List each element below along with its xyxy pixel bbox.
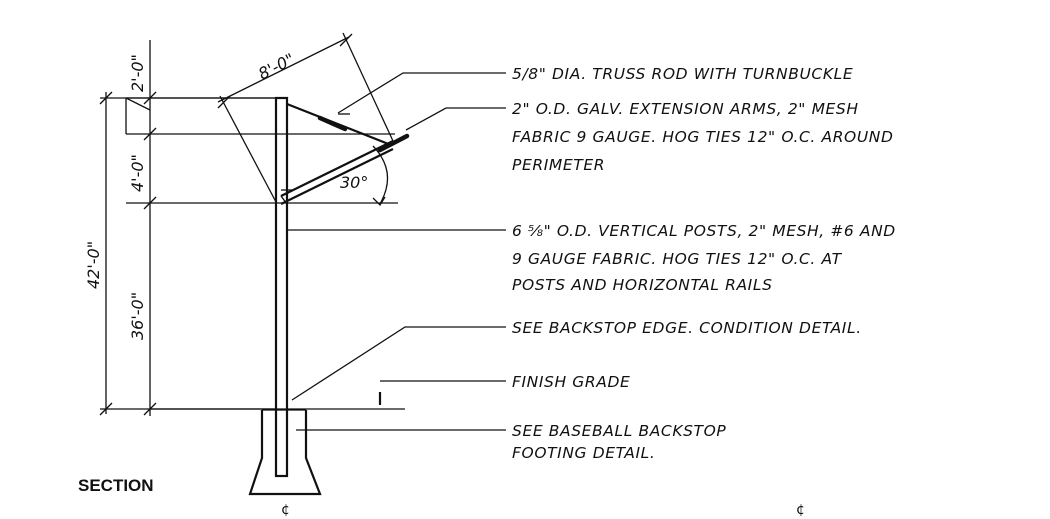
extension-lines [100,97,398,410]
note-finish-grade: FINISH GRADE [512,373,630,391]
note-extension-arms-line3: PERIMETER [512,156,605,174]
total-height-label: 42'-0" [84,241,103,289]
dimension-total-height [99,91,113,416]
note-posts-line2: 9 GAUGE FABRIC. HOG TIES 12" O.C. AT [512,250,843,268]
extension-arm [280,102,394,205]
arm-length-label: 8'-0" [255,49,297,83]
note-edge-condition: SEE BACKSTOP EDGE. CONDITION DETAIL. [512,319,862,337]
dimension-angle [372,145,389,207]
note-extension-arms-line2: FABRIC 9 GAUGE. HOG TIES 12" O.C. AROUND [512,128,894,146]
note-extension-arms-line1: 2" O.D. GALV. EXTENSION ARMS, 2" MESH [512,100,859,118]
finish-grade-line [150,392,405,410]
arm-angle-label: 30° [340,173,368,192]
centerline-mark-left: ¢ [281,502,290,518]
note-footing-line2: FOOTING DETAIL. [512,444,655,462]
footing [248,409,322,496]
top-extension-label: 2'-0" [128,54,147,92]
dimension-arm-length [217,32,394,203]
fence-height-label: 36'-0" [128,292,147,340]
section-title: SECTION [78,476,154,495]
note-posts-line3: POSTS AND HORIZONTAL RAILS [512,276,773,294]
leaders [288,72,506,431]
centerline-mark-right: ¢ [796,502,805,518]
vertical-post [274,96,289,478]
arm-rise-label: 4'-0" [128,154,147,192]
note-posts-line1: 6 ⅝" O.D. VERTICAL POSTS, 2" MESH, #6 AN… [512,222,896,240]
note-footing-line1: SEE BASEBALL BACKSTOP [512,422,726,440]
dimension-stack [125,40,157,416]
note-truss-rod: 5/8" DIA. TRUSS ROD WITH TURNBUCKLE [512,65,853,83]
truss-rod [317,113,410,153]
